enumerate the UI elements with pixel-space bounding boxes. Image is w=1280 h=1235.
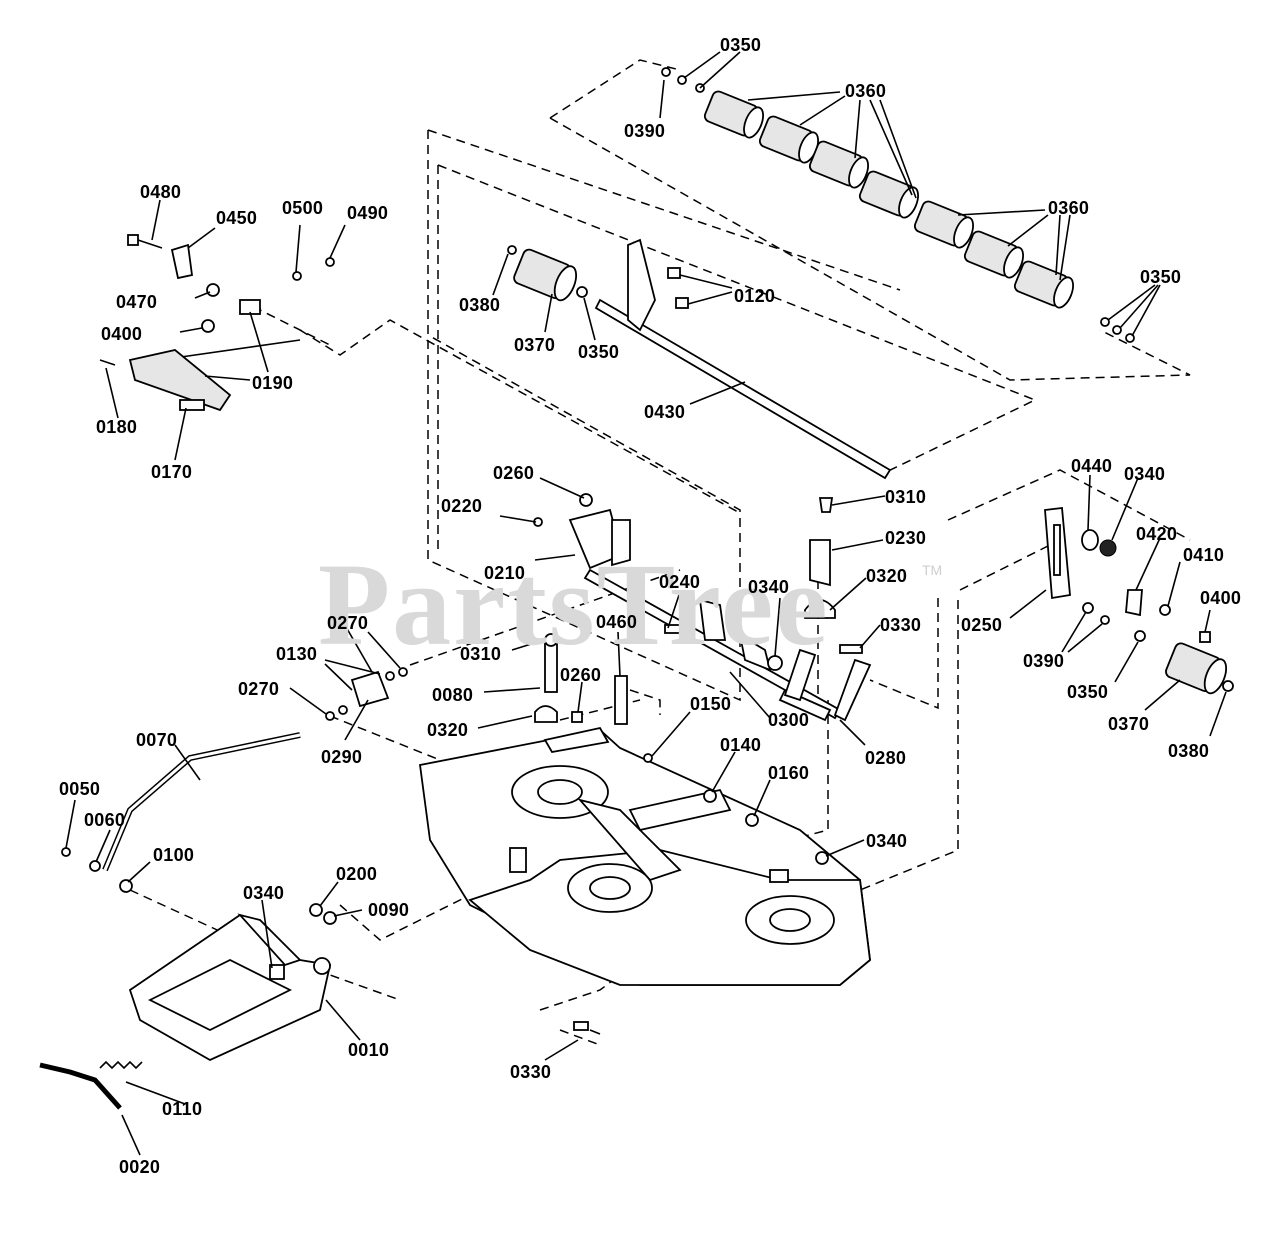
callout-0400: 0400 [1200, 588, 1242, 608]
callout-0080: 0080 [432, 685, 474, 705]
callout-0440: 0440 [1071, 456, 1113, 476]
callout-0380: 0380 [459, 295, 501, 315]
callout-0410: 0410 [1183, 545, 1225, 565]
left-bracket-group [99, 234, 335, 412]
callout-0370: 0370 [514, 335, 556, 355]
callout-0450: 0450 [216, 208, 258, 228]
callout-0310: 0310 [460, 644, 502, 664]
callout-0120: 0120 [734, 286, 776, 306]
callout-0400: 0400 [101, 324, 143, 344]
callout-0350: 0350 [1140, 267, 1182, 287]
callout-0350: 0350 [578, 342, 620, 362]
callout-0210: 0210 [484, 563, 526, 583]
callout-0310: 0310 [885, 487, 927, 507]
callout-0090: 0090 [368, 900, 410, 920]
callout-0390: 0390 [1023, 651, 1065, 671]
roller-row-0360 [661, 67, 1135, 343]
callout-0250: 0250 [961, 615, 1003, 635]
callout-0420: 0420 [1136, 524, 1178, 544]
callout-0390: 0390 [624, 121, 666, 141]
callout-0070: 0070 [136, 730, 178, 750]
callout-0340: 0340 [243, 883, 285, 903]
callout-0360: 0360 [1048, 198, 1090, 218]
callout-0190: 0190 [252, 373, 294, 393]
callout-0140: 0140 [720, 735, 762, 755]
callout-0200: 0200 [336, 864, 378, 884]
callout-0320: 0320 [427, 720, 469, 740]
callout-0500: 0500 [282, 198, 324, 218]
hanger-0230 [804, 497, 863, 654]
callout-0330: 0330 [880, 615, 922, 635]
rod-0070 [61, 732, 301, 893]
callout-0270: 0270 [238, 679, 280, 699]
callout-0460: 0460 [596, 612, 638, 632]
callout-0340: 0340 [866, 831, 908, 851]
callout-0110: 0110 [162, 1099, 203, 1119]
callout-0430: 0430 [644, 402, 686, 422]
callout-0180: 0180 [96, 417, 138, 437]
callout-0010: 0010 [348, 1040, 390, 1060]
callout-0330: 0330 [510, 1062, 552, 1082]
callout-0280: 0280 [865, 748, 907, 768]
callout-0350: 0350 [1067, 682, 1109, 702]
center-small-parts [325, 633, 628, 725]
trademark-symbol: TM [922, 562, 943, 578]
front-bracket-0010 [39, 903, 337, 1110]
shaft-0430-assembly [507, 238, 892, 480]
callout-0240: 0240 [659, 572, 701, 592]
callout-0270: 0270 [327, 613, 369, 633]
callout-0370: 0370 [1108, 714, 1150, 734]
callout-0020: 0020 [119, 1157, 161, 1177]
callout-0060: 0060 [84, 810, 126, 830]
callout-0130: 0130 [276, 644, 318, 664]
callout-0100: 0100 [153, 845, 195, 865]
callout-0360: 0360 [845, 81, 887, 101]
callout-0480: 0480 [140, 182, 182, 202]
callout-0300: 0300 [768, 710, 810, 730]
callout-0380: 0380 [1168, 741, 1210, 761]
callout-0050: 0050 [59, 779, 101, 799]
callout-0340: 0340 [748, 577, 790, 597]
watermark: PartsTree [318, 539, 830, 670]
callout-0230: 0230 [885, 528, 927, 548]
callout-0150: 0150 [690, 694, 732, 714]
lift-shaft-0210 [533, 493, 872, 722]
callout-0470: 0470 [116, 292, 158, 312]
callout-0350: 0350 [720, 35, 762, 55]
callout-0320: 0320 [866, 566, 908, 586]
callout-0490: 0490 [347, 203, 389, 223]
callout-0340: 0340 [1124, 464, 1166, 484]
leader-lines [65, 51, 1227, 1156]
callout-0160: 0160 [768, 763, 810, 783]
callout-0260: 0260 [493, 463, 535, 483]
callout-0220: 0220 [441, 496, 483, 516]
mower-deck [418, 726, 871, 1035]
right-hanger-0250 [1044, 506, 1234, 695]
callout-0170: 0170 [151, 462, 193, 482]
callout-0290: 0290 [321, 747, 363, 767]
callout-0260: 0260 [560, 665, 602, 685]
dashed-guides [129, 59, 1191, 1046]
